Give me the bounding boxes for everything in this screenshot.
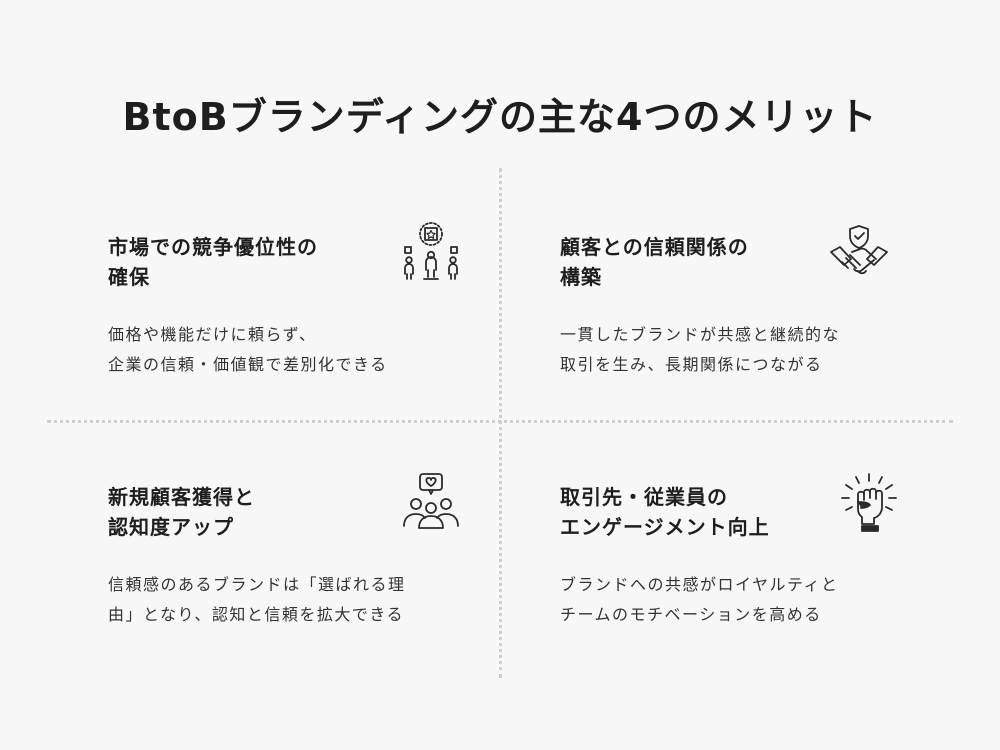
vertical-divider: [499, 168, 502, 678]
card-competitive-advantage: 市場での競争優位性の 確保 価格や機能だけに頼らず、 企業の信頼・価値観で差別化…: [108, 232, 468, 374]
people-heart-icon: [400, 470, 462, 532]
card-desc-line: 価格や機能だけに頼らず、: [108, 325, 317, 344]
card-desc-line: 信頼感のあるブランドは「選ばれる理: [108, 575, 406, 594]
card-desc-line: チームのモチベーションを高める: [560, 605, 822, 624]
card-description: ブランドへの共感がロイヤルティと チームのモチベーションを高める: [560, 570, 930, 630]
card-title-line: 取引先・従業員の: [560, 485, 728, 509]
card-desc-line: 由」となり、認知と信頼を拡大できる: [108, 605, 405, 624]
card-title-line: 構築: [560, 265, 602, 289]
raised-fist-icon: [838, 472, 900, 534]
card-engagement: 取引先・従業員の エンゲージメント向上 ブランドへの共感がロイヤルティと チーム…: [560, 482, 920, 624]
card-new-customers: 新規顧客獲得と 認知度アップ 信頼感のあるブランドは「選ばれる理 由」となり、認…: [108, 482, 468, 624]
card-title-line: 確保: [108, 265, 150, 289]
podium-star-icon: [400, 220, 462, 282]
card-desc-line: 一貫したブランドが共感と継続的な: [560, 325, 841, 344]
horizontal-divider: [47, 420, 953, 423]
card-description: 信頼感のあるブランドは「選ばれる理 由」となり、認知と信頼を拡大できる: [108, 570, 478, 630]
card-title: 取引先・従業員の エンゲージメント向上: [560, 482, 830, 542]
card-desc-line: 取引を生み、長期関係につながる: [560, 355, 823, 374]
card-desc-line: ブランドへの共感がロイヤルティと: [560, 575, 839, 594]
card-title: 新規顧客獲得と 認知度アップ: [108, 482, 378, 542]
card-title-line: 顧客との信頼関係の: [560, 235, 749, 259]
page-title: BtoBブランディングの主な4つのメリット: [122, 95, 878, 139]
card-title: 顧客との信頼関係の 構築: [560, 232, 830, 292]
card-title-line: 認知度アップ: [108, 515, 234, 539]
handshake-shield-icon: [828, 222, 890, 284]
card-desc-line: 企業の信頼・価値観で差別化できる: [108, 355, 388, 374]
card-description: 価格や機能だけに頼らず、 企業の信頼・価値観で差別化できる: [108, 320, 478, 380]
card-title-line: 新規顧客獲得と: [108, 485, 255, 509]
card-title-line: エンゲージメント向上: [560, 515, 770, 539]
card-title-line: 市場での競争優位性の: [108, 235, 318, 259]
card-title: 市場での競争優位性の 確保: [108, 232, 378, 292]
card-description: 一貫したブランドが共感と継続的な 取引を生み、長期関係につながる: [560, 320, 930, 380]
card-customer-trust: 顧客との信頼関係の 構築 一貫したブランドが共感と継続的な 取引を生み、長期関係…: [560, 232, 920, 374]
